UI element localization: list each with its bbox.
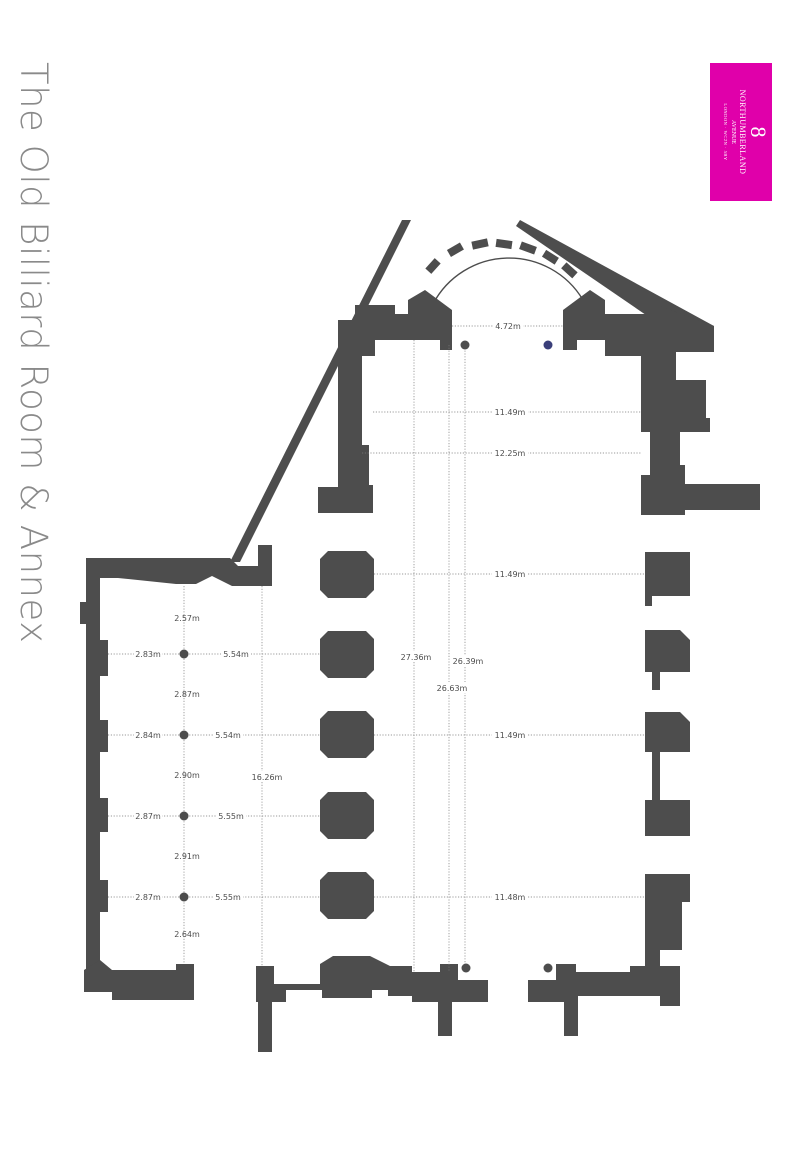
dim-annex-gap-2: 2.87m: [174, 690, 200, 699]
venue-logo: 8 NORTHUMBERLAND AVENUE LONDON · WC2N · …: [710, 63, 772, 201]
dim-annex-gap-1: 2.57m: [174, 614, 200, 623]
dim-annex-bay-2: 5.54m: [215, 731, 241, 740]
hall-wall-left-upper: [318, 314, 408, 513]
hall-wall-bottom: [256, 956, 488, 1052]
dim-hall-width-4: 11.49m: [495, 731, 526, 740]
hall-wall-right-pier-4: [645, 800, 690, 836]
dim-annex-side-4: 2.87m: [135, 893, 161, 902]
dim-annex-gap-3: 2.90m: [174, 771, 200, 780]
hall-wall-right-upper: [605, 306, 760, 515]
annex-wall-top: [86, 545, 272, 600]
dim-annex-side-2: 2.84m: [135, 731, 161, 740]
dim-hall-width-5: 11.48m: [495, 893, 526, 902]
hall-wall-bottom-right: [528, 964, 680, 1036]
annex-wall-bottom: [84, 960, 194, 1000]
dim-hall-length-2: 26.63m: [437, 684, 468, 693]
plan-title: The Old Billiard Room & Annex: [0, 0, 60, 644]
hall-wall-right-pier-3: [645, 712, 690, 800]
dim-annex-bay-4: 5.55m: [215, 893, 241, 902]
dim-hall-width-1: 11.49m: [495, 408, 526, 417]
dim-annex-length: 16.26m: [252, 773, 283, 782]
annex-wall-left: [86, 598, 100, 970]
dim-hall-length-3: 26.39m: [453, 657, 484, 666]
dim-annex-gap-5: 2.64m: [174, 930, 200, 939]
annex-left-jog: [80, 602, 88, 624]
dim-arch-width: 4.72m: [495, 322, 521, 331]
dimension-labels: 4.72m 11.49m 12.25m 11.49m 11.49m 11.48m…: [134, 320, 528, 939]
dim-annex-gap-4: 2.91m: [174, 852, 200, 861]
dim-hall-length-1: 27.36m: [401, 653, 432, 662]
apse-pier-right: [563, 290, 605, 350]
hall-wall-right-pier-2: [645, 630, 690, 690]
hall-piers: [320, 551, 374, 919]
plan-title-text: The Old Billiard Room & Annex: [12, 62, 55, 644]
dim-annex-bay-3: 5.55m: [218, 812, 244, 821]
dim-annex-side-1: 2.83m: [135, 650, 161, 659]
dim-hall-width-3: 11.49m: [495, 570, 526, 579]
apse-pier-left: [408, 290, 452, 350]
apse-arc: [432, 257, 584, 305]
hall-wall-right-lower: [645, 552, 690, 606]
hall-wall-left-upper-top: [355, 305, 395, 320]
walls: [80, 220, 760, 1052]
dim-hall-width-2: 12.25m: [495, 449, 526, 458]
hall-wall-right-pier-5: [645, 874, 690, 966]
column-dots: [179, 340, 553, 973]
dimension-lines: [108, 325, 645, 972]
apse-segments: [425, 238, 578, 279]
dim-annex-side-3: 2.87m: [135, 812, 161, 821]
dim-annex-bay-1: 5.54m: [223, 650, 249, 659]
annex-left-buttresses: [100, 640, 108, 912]
